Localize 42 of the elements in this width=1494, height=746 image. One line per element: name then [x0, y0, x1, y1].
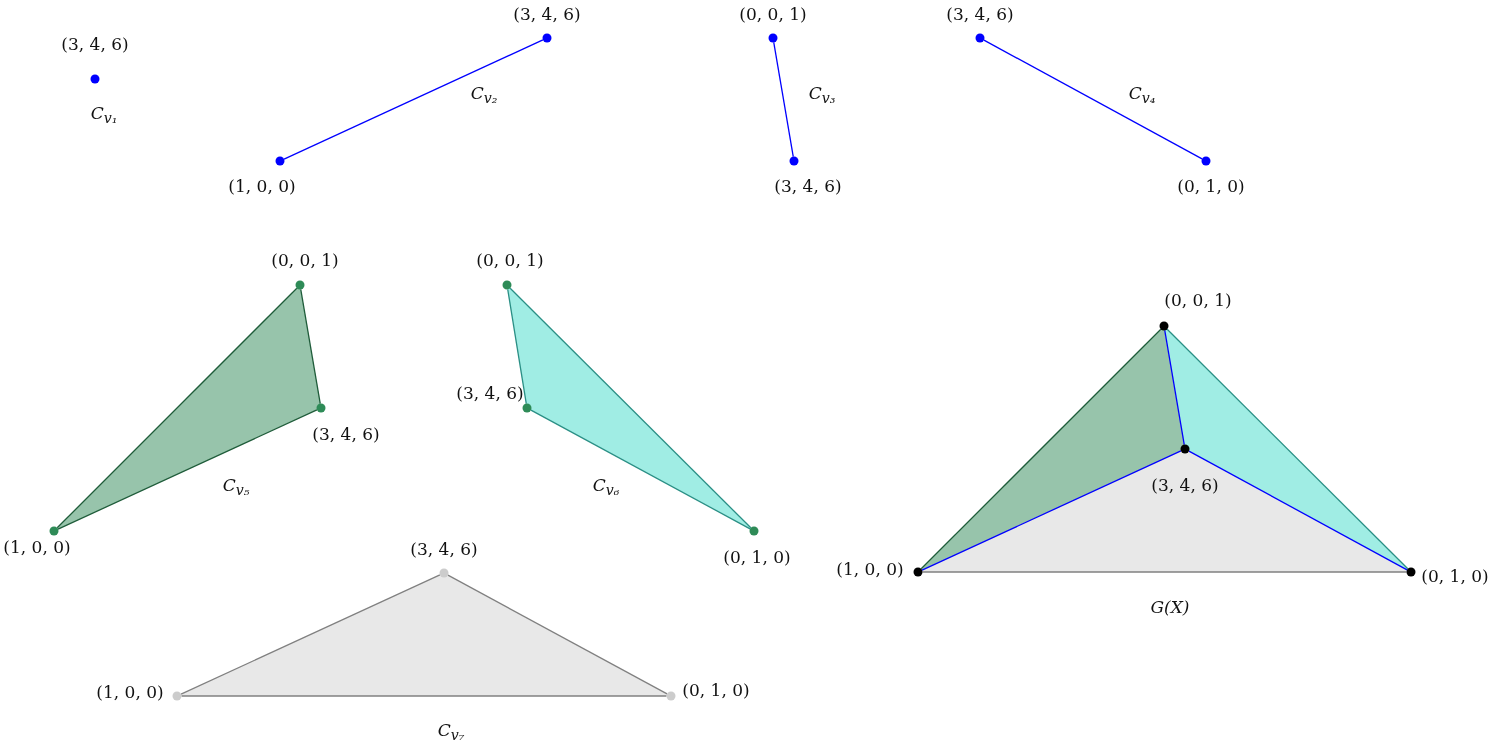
coordinate-label: (1, 0, 0)	[96, 682, 164, 702]
coordinate-label: (0, 0, 1)	[1164, 290, 1232, 310]
coordinate-label: (0, 0, 1)	[476, 250, 544, 270]
complex-label: C$_{v₁}$	[90, 103, 118, 127]
edge-line	[507, 288, 527, 405]
complex-label: G(X)	[1150, 597, 1190, 617]
coordinate-label: (3, 4, 6)	[312, 424, 380, 444]
edge-line	[180, 695, 668, 697]
coordinate-label: (1, 0, 0)	[228, 176, 296, 196]
complex-label: C$_{v₃}$	[808, 83, 836, 107]
coordinate-label: (1, 0, 0)	[836, 559, 904, 579]
edge-line	[57, 409, 318, 530]
coordinate-label: (0, 0, 1)	[271, 250, 339, 270]
complex-label: C$_{v₄}$	[1128, 83, 1156, 107]
edge-line	[773, 41, 794, 158]
coordinate-label: (0, 1, 0)	[1177, 176, 1245, 196]
coordinate-label: (0, 1, 0)	[1421, 566, 1489, 586]
complex-label: C$_{v₆}$	[592, 475, 620, 499]
coordinate-label: (3, 4, 6)	[1151, 475, 1219, 495]
coordinate-label: (0, 1, 0)	[723, 547, 791, 567]
edge-line	[300, 288, 321, 405]
edge-line	[530, 409, 751, 530]
coordinate-label: (3, 4, 6)	[456, 383, 524, 403]
edge-line	[1188, 450, 1408, 571]
complex-label: C$_{v₅}$	[222, 475, 250, 499]
coordinate-label: (3, 4, 6)	[410, 539, 478, 559]
coordinate-label: (0, 0, 1)	[739, 4, 807, 24]
edge-line	[447, 574, 668, 695]
complex-label: C$_{v₇}$	[437, 720, 465, 744]
coordinate-label: (1, 0, 0)	[3, 537, 71, 557]
coordinate-label: (3, 4, 6)	[513, 4, 581, 24]
coordinate-label: (0, 1, 0)	[682, 680, 750, 700]
coordinate-label: (3, 4, 6)	[774, 176, 842, 196]
edge-line	[921, 450, 1182, 571]
edge-line	[983, 39, 1203, 160]
complex-label: C$_{v₂}$	[470, 83, 498, 107]
edge-line	[283, 39, 544, 160]
edge-line	[921, 571, 1408, 573]
edge-line	[180, 574, 441, 695]
coordinate-label: (3, 4, 6)	[946, 4, 1014, 24]
coordinate-label: (3, 4, 6)	[61, 34, 129, 54]
edge-line	[1164, 329, 1185, 446]
